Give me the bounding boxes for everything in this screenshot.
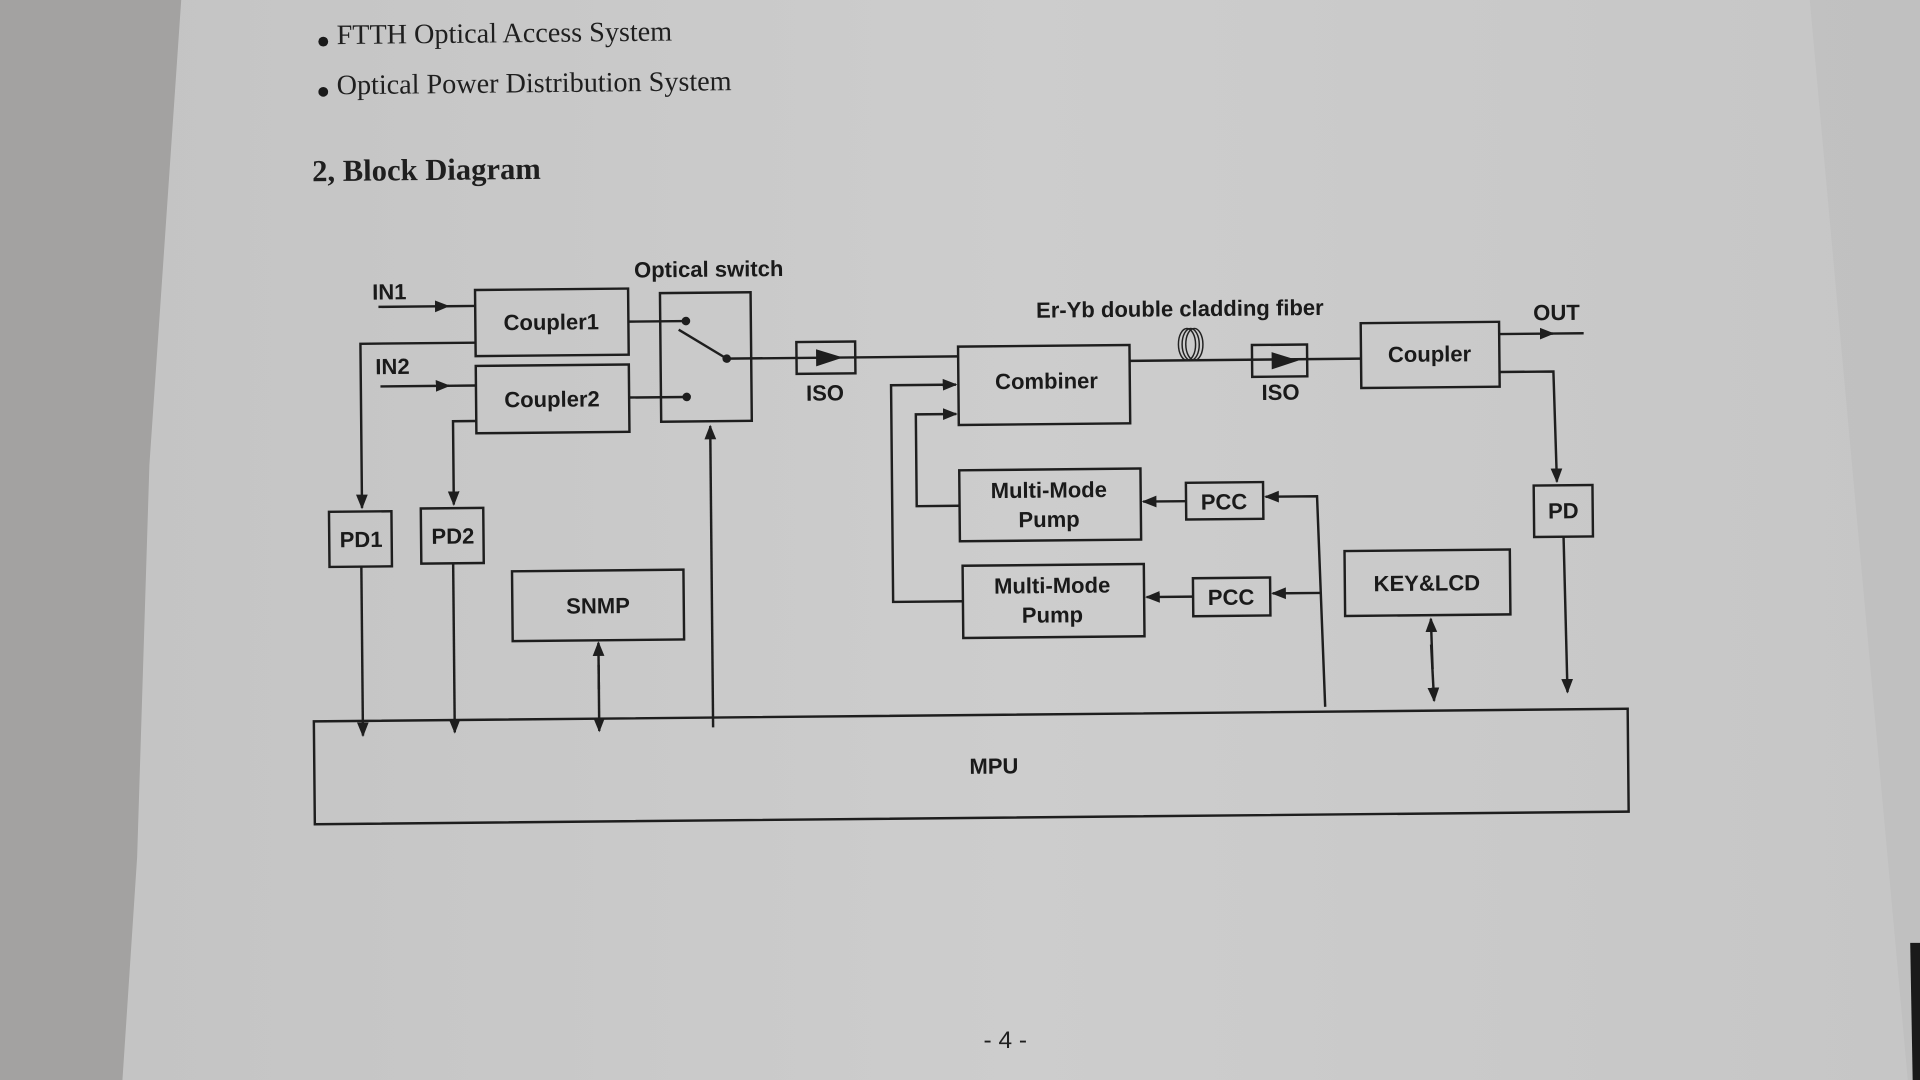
iso2-block xyxy=(1250,343,1309,379)
pd1-label: PD1 xyxy=(340,527,383,552)
switch-lever xyxy=(678,328,728,360)
switch-contact-1 xyxy=(681,316,691,326)
line-coupler1-pd1 xyxy=(356,341,476,510)
pump2-block xyxy=(961,562,1146,640)
line-pd1-mpu xyxy=(356,566,369,738)
iso1-label: ISO xyxy=(806,380,844,405)
iso1-arrow-icon xyxy=(816,349,844,367)
line-coupler2-switch xyxy=(629,395,687,399)
iso1-block xyxy=(795,340,857,376)
line-combiner-coupler xyxy=(1129,357,1362,363)
optical-switch-block xyxy=(658,291,754,423)
iso2-arrow-icon xyxy=(1271,352,1299,370)
line-coupler2-pd2 xyxy=(447,419,477,506)
coupler2-label: Coupler2 xyxy=(504,386,600,412)
combiner-label: Combiner xyxy=(995,368,1098,394)
pd-out-label: PD xyxy=(1548,498,1579,523)
pcc1-block xyxy=(1184,480,1265,521)
bullet-icon xyxy=(318,36,329,47)
fiber-label: Er-Yb double cladding fiber xyxy=(1036,295,1324,323)
label-in2: IN2 xyxy=(375,354,410,379)
mpu-block xyxy=(312,707,1630,826)
line-coupler1-switch xyxy=(628,319,686,323)
combiner-block xyxy=(956,343,1132,427)
switch-pivot xyxy=(722,354,731,363)
pump2-label-line1: Multi-Mode xyxy=(994,573,1110,599)
pcc2-label: PCC xyxy=(1208,585,1255,610)
arrow-in1 xyxy=(378,300,450,313)
coupler-out-block xyxy=(1359,320,1501,390)
section-title: 2, Block Diagram xyxy=(312,152,541,188)
right-fold-shadow xyxy=(1809,0,1920,1080)
coupler-out-label: Coupler xyxy=(1388,341,1472,367)
pump2-label-line2: Pump xyxy=(1022,602,1083,628)
mpu-label: MPU xyxy=(969,753,1018,778)
iso2-label: ISO xyxy=(1261,380,1299,405)
line-pd2-mpu xyxy=(448,563,461,734)
key-lcd-label: KEY&LCD xyxy=(1373,570,1480,596)
bullet-ftth: FTTH Optical Access System xyxy=(336,17,672,52)
coupler1-label: Coupler1 xyxy=(503,309,599,335)
pd2-label: PD2 xyxy=(431,524,474,549)
out-label: OUT xyxy=(1533,300,1580,325)
block-diagram: IN1 IN2 Coupler1 Coupler2 PD1 PD2 Optica… xyxy=(312,256,1630,826)
line-pd-mpu xyxy=(1561,536,1574,694)
fiber-coil-icon xyxy=(1177,327,1204,362)
switch-contact-2 xyxy=(682,392,691,402)
line-pump2-combiner xyxy=(889,378,963,604)
pump1-label-line1: Multi-Mode xyxy=(991,477,1107,503)
arrow-in2 xyxy=(380,380,451,392)
pump1-label-line2: Pump xyxy=(1018,507,1079,533)
bullet-optical-power: Optical Power Distribution System xyxy=(336,66,731,101)
arrow-out xyxy=(1499,327,1555,340)
snmp-label: SNMP xyxy=(566,593,630,619)
dark-corner xyxy=(1910,942,1920,1080)
pump1-block xyxy=(957,467,1143,543)
line-pump1-combiner xyxy=(914,408,960,508)
line-coupler-pd xyxy=(1499,370,1563,484)
line-mpu-switch xyxy=(704,424,717,728)
key-lcd-block xyxy=(1343,548,1512,618)
snmp-block xyxy=(510,568,686,643)
optical-switch-label: Optical switch xyxy=(634,256,784,282)
arrow-mpu-key xyxy=(1425,617,1438,670)
page-number: - 4 - xyxy=(984,1027,1028,1054)
bullet-icon xyxy=(318,86,329,97)
label-in1: IN1 xyxy=(372,279,407,304)
line-mpu-pcc1 xyxy=(1264,490,1327,707)
pcc1-label: PCC xyxy=(1201,489,1248,514)
